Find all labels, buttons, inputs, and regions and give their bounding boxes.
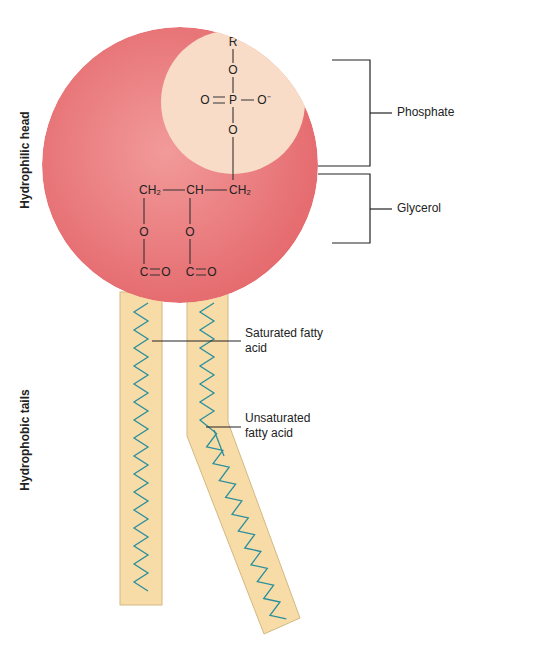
atom-symbol: CH₂	[139, 183, 161, 197]
atom-symbol: O	[185, 225, 194, 239]
double-bond	[214, 430, 224, 456]
atom-symbol: CH₂	[229, 183, 251, 197]
hydrophilic-head: CH₂CHCH₂OOCOCOROOPO⁻O	[42, 27, 318, 303]
bracket	[318, 60, 392, 243]
unsaturated-tail	[187, 292, 300, 634]
atom-symbol: O	[161, 265, 170, 279]
part-label: Saturated fatty acid	[245, 326, 335, 356]
atom-symbol: O	[228, 63, 237, 77]
phosphate-group: ROOPO⁻O	[161, 30, 305, 174]
carbon-chain	[200, 303, 286, 619]
part-label: Phosphate	[397, 105, 517, 120]
carbon-chain	[134, 303, 148, 591]
atom-symbol: O	[228, 123, 237, 137]
atom-symbol: O	[207, 265, 216, 279]
leader-line	[206, 426, 241, 427]
region-label: Hydrophilic head	[17, 111, 31, 208]
atom-symbol: O	[200, 93, 209, 107]
atom-symbol: C	[140, 265, 149, 279]
part-label: Unsaturated fatty acid	[245, 411, 335, 441]
atom-symbol: C	[186, 265, 195, 279]
part-label: Glycerol	[397, 201, 517, 216]
atom-symbol: P	[229, 93, 237, 107]
leader-line	[152, 340, 241, 341]
atom-symbol: CH	[186, 183, 203, 197]
atom-symbol: O⁻	[257, 93, 270, 107]
region-label: Hydrophobic tails	[17, 389, 31, 490]
saturated-tail	[120, 292, 162, 605]
atom-symbol: R	[229, 35, 238, 49]
atom-symbol: O	[139, 225, 148, 239]
